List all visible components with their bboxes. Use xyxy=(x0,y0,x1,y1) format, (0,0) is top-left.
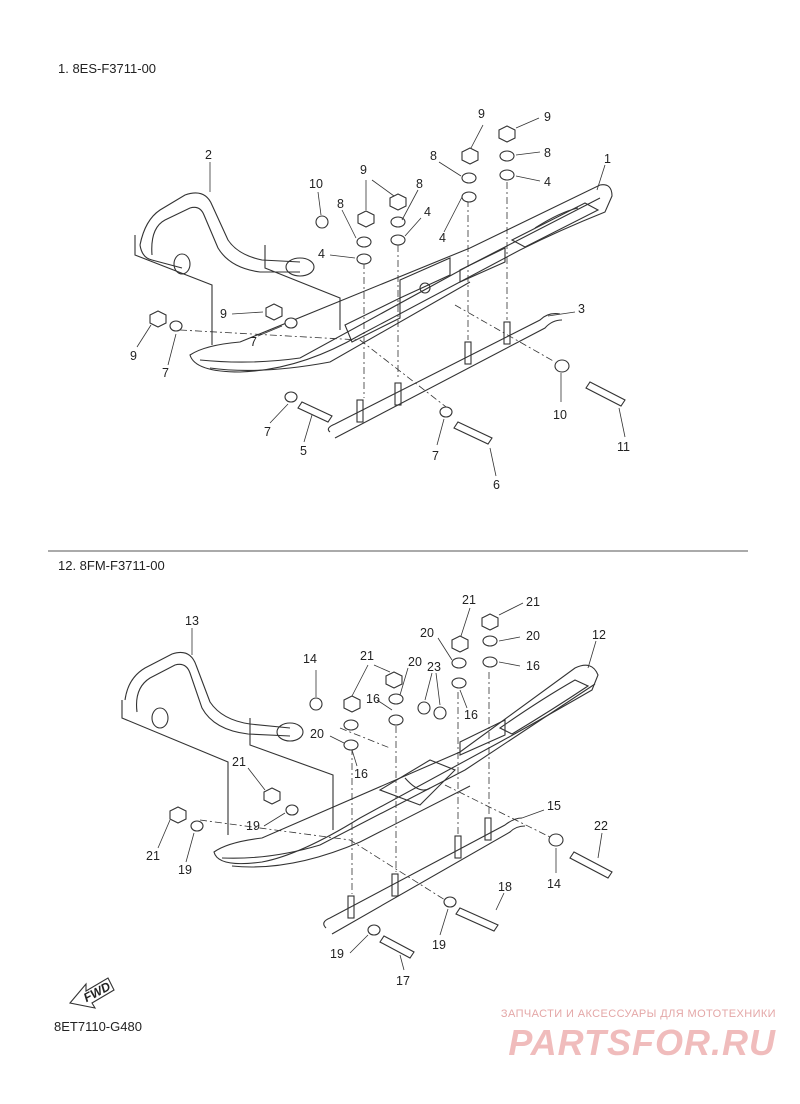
callout-19: 19 xyxy=(330,947,344,961)
callout-19: 19 xyxy=(178,863,192,877)
callout-6: 6 xyxy=(493,478,500,492)
callout-8: 8 xyxy=(430,149,437,163)
callout-16: 16 xyxy=(354,767,368,781)
callout-19: 19 xyxy=(246,819,260,833)
callout-21: 21 xyxy=(146,849,160,863)
callouts-top: 1 2 3 4 4 4 4 5 6 7 7 7 7 8 8 8 8 9 9 9 … xyxy=(130,107,630,492)
callout-12: 12 xyxy=(592,628,606,642)
callout-20: 20 xyxy=(408,655,422,669)
fwd-label: FWD xyxy=(81,979,113,1005)
ski-1-illustration xyxy=(189,184,613,373)
callout-10: 10 xyxy=(553,408,567,422)
bottom-assembly: FWD xyxy=(68,593,613,1009)
callout-13: 13 xyxy=(185,614,199,628)
callout-21: 21 xyxy=(462,593,476,607)
callout-16: 16 xyxy=(366,692,380,706)
fwd-arrow-icon xyxy=(68,977,115,1009)
callout-2: 2 xyxy=(205,148,212,162)
callouts-bottom: 12 13 14 14 15 16 16 16 16 17 18 19 19 1… xyxy=(146,593,608,988)
footer-code: 8ET7110-G480 xyxy=(54,1019,142,1034)
callout-18: 18 xyxy=(498,880,512,894)
ski-12-illustration xyxy=(213,664,599,868)
handle-2-illustration xyxy=(134,192,341,345)
runner-15-illustration xyxy=(323,817,526,935)
callout-22: 22 xyxy=(594,819,608,833)
callout-3: 3 xyxy=(578,302,585,316)
callout-4: 4 xyxy=(318,247,325,261)
callout-4: 4 xyxy=(424,205,431,219)
callout-15: 15 xyxy=(547,799,561,813)
handle-13-illustration xyxy=(121,651,334,835)
callout-20: 20 xyxy=(310,727,324,741)
callout-7: 7 xyxy=(162,366,169,380)
hardware-top xyxy=(149,125,626,445)
watermark-tagline: ЗАПЧАСТИ И АКСЕССУАРЫ ДЛЯ МОТОТЕХНИКИ xyxy=(500,1008,776,1020)
callout-21: 21 xyxy=(360,649,374,663)
callout-10: 10 xyxy=(309,177,323,191)
callout-7: 7 xyxy=(432,449,439,463)
callout-20: 20 xyxy=(420,626,434,640)
watermark-logo: PARTSFOR.RU xyxy=(508,1022,776,1063)
callout-9: 9 xyxy=(220,307,227,321)
leaders-bottom xyxy=(157,602,603,971)
callout-23: 23 xyxy=(427,660,441,674)
callout-9: 9 xyxy=(130,349,137,363)
leaders-top xyxy=(136,117,626,477)
section-1-title: 1. 8ES-F3711-00 xyxy=(58,61,157,76)
callout-4: 4 xyxy=(439,231,446,245)
callout-7: 7 xyxy=(264,425,271,439)
callout-9: 9 xyxy=(544,110,551,124)
callout-14: 14 xyxy=(303,652,317,666)
callout-11: 11 xyxy=(617,440,630,454)
runner-3-illustration xyxy=(327,313,563,439)
top-assembly: 1 2 3 4 4 4 4 5 6 7 7 7 7 8 8 8 8 9 9 9 … xyxy=(130,107,630,492)
callout-8: 8 xyxy=(337,197,344,211)
hardware-bottom xyxy=(169,613,613,959)
callout-7: 7 xyxy=(250,335,257,349)
callout-8: 8 xyxy=(544,146,551,160)
callout-14: 14 xyxy=(547,877,561,891)
section-12-title: 12. 8FM-F3711-00 xyxy=(58,558,165,573)
callout-20: 20 xyxy=(526,629,540,643)
callout-21: 21 xyxy=(232,755,246,769)
callout-21: 21 xyxy=(526,595,540,609)
callout-8: 8 xyxy=(416,177,423,191)
callout-9: 9 xyxy=(360,163,367,177)
callout-5: 5 xyxy=(300,444,307,458)
callout-1: 1 xyxy=(604,152,611,166)
callout-16: 16 xyxy=(464,708,478,722)
callout-19: 19 xyxy=(432,938,446,952)
callout-16: 16 xyxy=(526,659,540,673)
callout-9: 9 xyxy=(478,107,485,121)
callout-4: 4 xyxy=(544,175,551,189)
callout-17: 17 xyxy=(396,974,410,988)
